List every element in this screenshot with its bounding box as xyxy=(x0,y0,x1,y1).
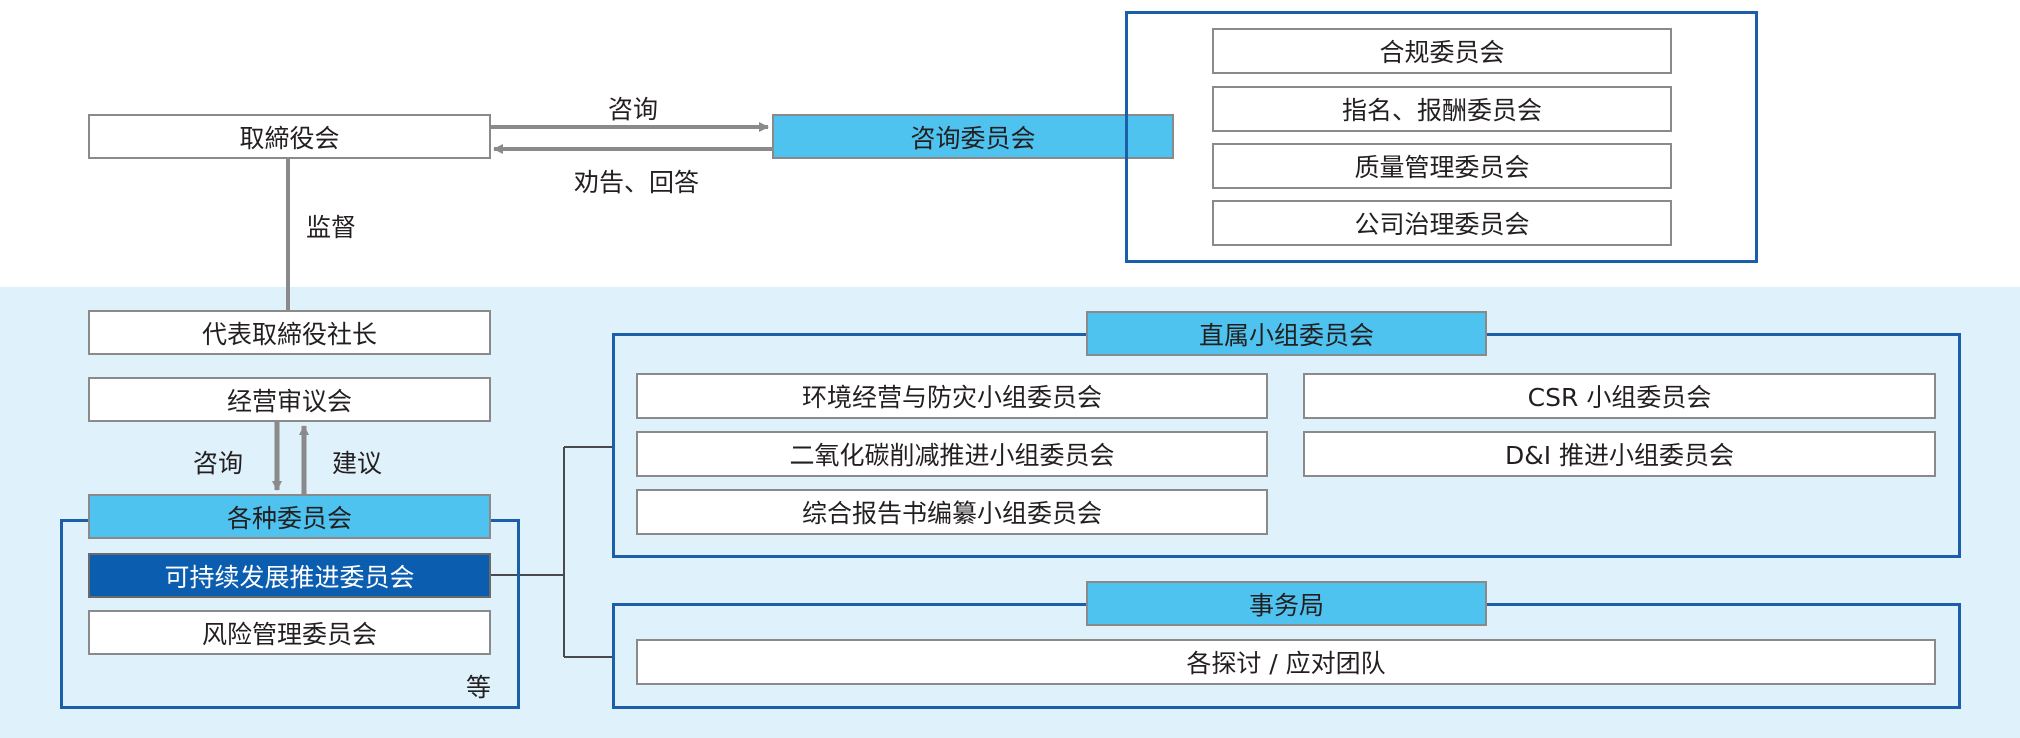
advisory-member-label: 质量管理委员会 xyxy=(1354,153,1530,182)
consult-label: 咨询 xyxy=(608,95,659,124)
subcommittee-item: 环境经营与防灾小组委员会 xyxy=(636,373,1268,419)
board-label: 取締役会 xyxy=(239,123,340,153)
risk-committee-box: 风险管理委员会 xyxy=(88,610,491,655)
risk-committee-label: 风险管理委员会 xyxy=(201,619,377,649)
subcommittee-label: 环境经营与防灾小组委员会 xyxy=(801,383,1102,412)
sustainability-committee-label: 可持续发展推进委员会 xyxy=(164,562,415,592)
direct-subcommittees-header-box: 直属小组委员会 xyxy=(1086,311,1487,356)
advisory-committee-label: 咨询委员会 xyxy=(910,123,1036,153)
president-box: 代表取締役社长 xyxy=(88,310,491,355)
subcommittee-item: 综合报告书编纂小组委员会 xyxy=(636,489,1268,535)
subcommittee-label: D&I 推进小组委员会 xyxy=(1504,441,1735,470)
subcommittee-item: 二氧化碳削减推进小组委员会 xyxy=(636,431,1268,477)
subcommittee-label: CSR 小组委员会 xyxy=(1527,383,1712,412)
advisory-committee-box: 咨询委员会 xyxy=(772,114,1174,159)
direct-subcommittees-header-label: 直属小组委员会 xyxy=(1198,320,1374,350)
advisory-member-label: 指名、报酬委员会 xyxy=(1341,96,1542,125)
sustainability-committee-box: 可持续发展推进委员会 xyxy=(88,553,491,598)
management-council-label: 经营审议会 xyxy=(226,386,352,416)
secretariat-item: 各探讨 / 应对团队 xyxy=(636,639,1936,685)
committees-header-label: 各种委员会 xyxy=(226,503,352,533)
advisory-member: 指名、报酬委员会 xyxy=(1212,86,1672,132)
etc-label: 等 xyxy=(466,673,492,702)
committees-header-box: 各种委员会 xyxy=(88,494,491,539)
supervise-label: 监督 xyxy=(306,213,357,242)
subcommittee-label: 综合报告书编纂小组委员会 xyxy=(801,499,1102,528)
secretariat-item-label: 各探讨 / 应对团队 xyxy=(1186,649,1386,678)
suggest-label: 建议 xyxy=(332,449,383,478)
advisory-member: 公司治理委员会 xyxy=(1212,200,1672,246)
advisory-member: 合规委员会 xyxy=(1212,28,1672,74)
subcommittee-item: CSR 小组委员会 xyxy=(1303,373,1936,419)
advisory-member-label: 合规委员会 xyxy=(1379,38,1505,67)
advisory-members-frame xyxy=(1125,11,1758,263)
board-box: 取締役会 xyxy=(88,114,491,159)
subcommittee-item: D&I 推进小组委员会 xyxy=(1303,431,1936,477)
advice-answer-label: 劝告、回答 xyxy=(574,168,700,197)
consult2-label: 咨询 xyxy=(193,449,244,478)
president-label: 代表取締役社长 xyxy=(201,319,377,349)
secretariat-header-label: 事务局 xyxy=(1248,590,1324,620)
subcommittee-label: 二氧化碳削减推进小组委员会 xyxy=(789,441,1115,470)
secretariat-header-box: 事务局 xyxy=(1086,581,1487,626)
advisory-member-label: 公司治理委员会 xyxy=(1354,210,1530,239)
advisory-member: 质量管理委员会 xyxy=(1212,143,1672,189)
management-council-box: 经营审议会 xyxy=(88,377,491,422)
